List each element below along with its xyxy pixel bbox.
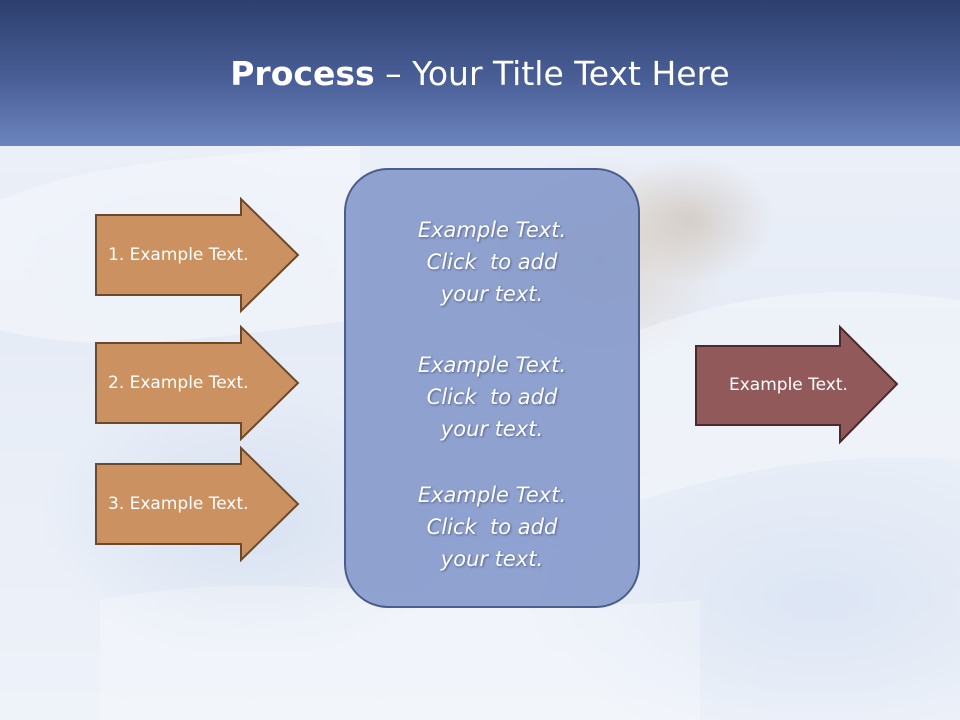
process-step-2-arrow[interactable]: 2. Example Text. [95,324,301,442]
center-text-line: your text. [440,547,544,571]
center-text-line: your text. [440,282,544,306]
center-text-block-3[interactable]: Example Text. Click to add your text. [346,479,638,575]
arrow-right-icon [95,445,300,563]
process-step-3-label: 3. Example Text. [108,494,249,514]
center-content-box[interactable]: Example Text. Click to add your text. Ex… [344,168,640,608]
center-text-line: Click to add [426,250,558,274]
process-step-2-label: 2. Example Text. [108,373,249,393]
center-text-block-2[interactable]: Example Text. Click to add your text. [346,349,638,445]
center-text-line: Click to add [426,515,558,539]
arrow-right-icon [95,196,300,314]
page-title: Process – Your Title Text Here [0,52,960,96]
title-rest: – Your Title Text Here [374,54,730,93]
center-text-line: Example Text. [417,483,567,507]
center-text-line: your text. [440,417,544,441]
center-text-line: Click to add [426,385,558,409]
result-arrow[interactable]: Example Text. [695,324,901,445]
title-bar: Process – Your Title Text Here [0,0,960,146]
title-bold: Process [230,54,375,93]
center-text-line: Example Text. [417,218,567,242]
process-step-1-label: 1. Example Text. [108,245,249,265]
center-text-block-1[interactable]: Example Text. Click to add your text. [346,214,638,310]
result-arrow-label: Example Text. [729,375,848,395]
arrow-right-icon [95,324,300,442]
center-text-line: Example Text. [417,353,567,377]
arrow-right-icon [695,324,899,445]
process-step-3-arrow[interactable]: 3. Example Text. [95,445,301,563]
process-step-1-arrow[interactable]: 1. Example Text. [95,196,301,314]
